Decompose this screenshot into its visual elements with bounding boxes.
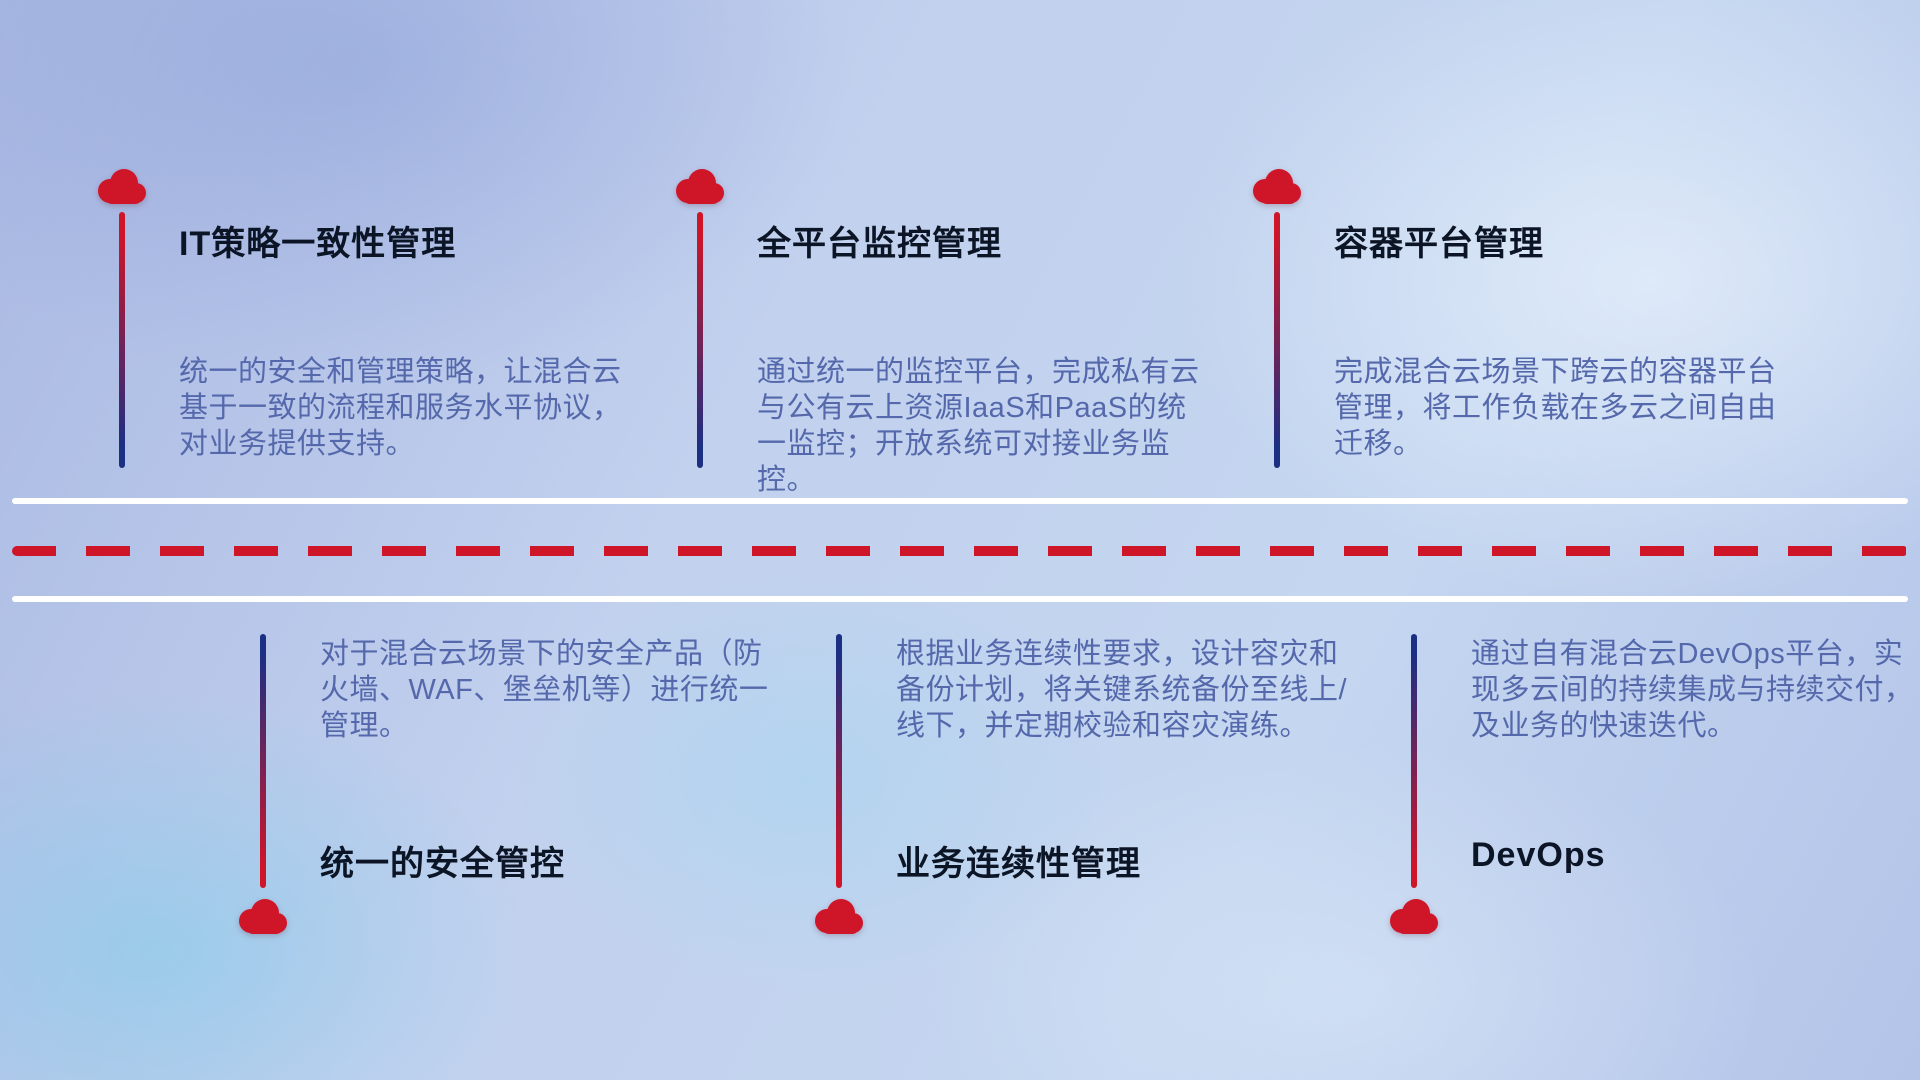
timeline-stem xyxy=(260,634,266,888)
timeline-stem xyxy=(119,212,125,468)
timeline-stem xyxy=(1411,634,1417,888)
divider-line-bottom xyxy=(12,596,1908,602)
cloud-icon xyxy=(676,169,724,204)
cloud-icon xyxy=(815,899,863,934)
feature-description: 完成混合云场景下跨云的容器平台管理，将工作负载在多云之间自由迁移。 xyxy=(1334,356,1777,460)
cloud-icon xyxy=(1390,899,1438,934)
feature-title: IT策略一致性管理 xyxy=(179,225,457,263)
feature-title: 全平台监控管理 xyxy=(757,225,1002,263)
divider-line-top xyxy=(12,498,1908,504)
feature-description: 统一的安全和管理策略，让混合云基于一致的流程和服务水平协议，对业务提供支持。 xyxy=(179,356,622,460)
feature-description: 对于混合云场景下的安全产品（防火墙、WAF、堡垒机等）进行统一管理。 xyxy=(320,638,769,742)
feature-title: DevOps xyxy=(1471,836,1606,874)
cloud-icon xyxy=(1253,169,1301,204)
feature-description: 根据业务连续性要求，设计容灾和备份计划，将关键系统备份至线上/线下，并定期校验和… xyxy=(896,638,1348,742)
timeline-stem xyxy=(1274,212,1280,468)
feature-description: 通过统一的监控平台，完成私有云与公有云上资源IaaS和PaaS的统一监控；开放系… xyxy=(757,356,1200,496)
cloud-icon xyxy=(98,169,146,204)
cloud-icon xyxy=(239,899,287,934)
feature-title: 容器平台管理 xyxy=(1334,225,1544,263)
feature-title: 业务连续性管理 xyxy=(896,845,1141,883)
timeline-stem xyxy=(836,634,842,888)
feature-description: 通过自有混合云DevOps平台，实现多云间的持续集成与持续交付，及业务的快速迭代… xyxy=(1471,638,1914,742)
timeline-stem xyxy=(697,212,703,468)
divider-dashed-line xyxy=(12,546,1908,556)
feature-title: 统一的安全管控 xyxy=(320,845,565,883)
